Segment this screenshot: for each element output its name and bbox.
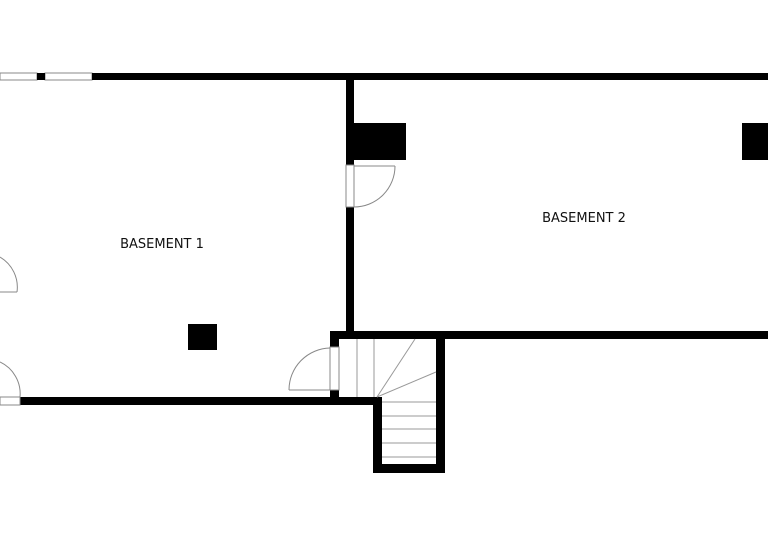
room-label-basement-1: BASEMENT 1 [120,237,204,252]
wall-top [92,73,768,80]
window-top-left [0,72,93,81]
wall-divider-upper [346,73,354,165]
door-left-upper [0,256,18,293]
door-left-lower [0,361,21,406]
door-between-basements [345,164,396,208]
column [188,324,217,350]
chimney-block [354,123,406,160]
wall-basement1-bottom [20,397,382,405]
wall-stair-left-upper [330,331,339,347]
door-stair [288,346,340,391]
staircase [356,338,437,458]
wall-basement2-bottom [330,331,768,339]
chimney-block-right [742,123,768,160]
wall-stair-lower-left [373,397,382,473]
wall-stair-bottom [373,464,445,473]
wall-stair-left-lower [330,390,339,405]
wall-stair-right [436,331,445,473]
room-label-basement-2: BASEMENT 2 [542,211,626,226]
wall-divider-lower [346,207,354,335]
